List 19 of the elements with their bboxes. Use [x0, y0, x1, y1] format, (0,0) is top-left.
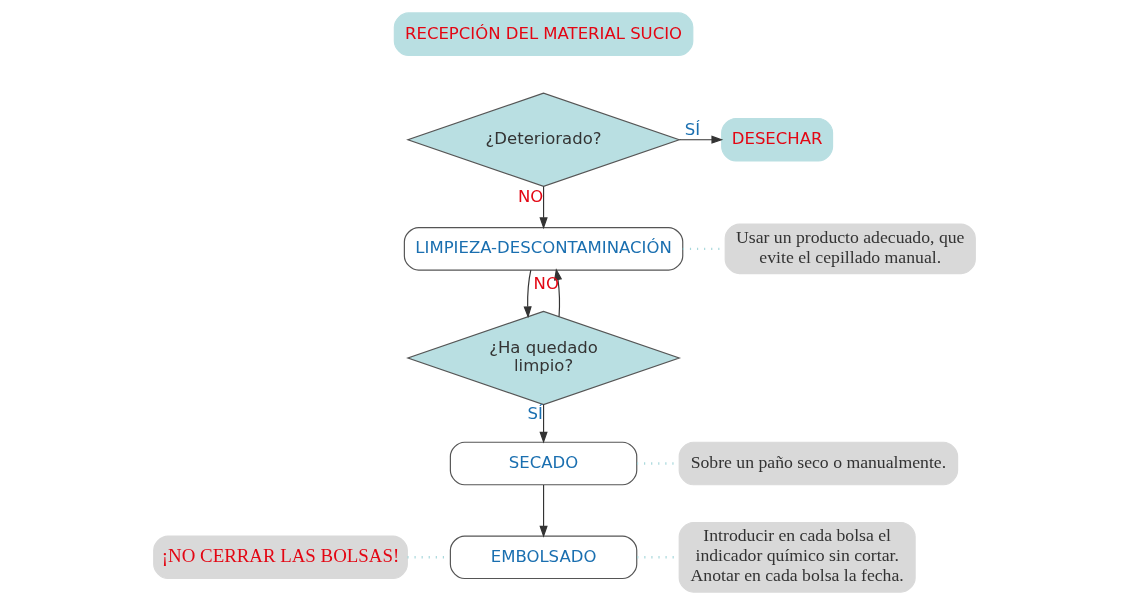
arrow	[539, 185, 548, 230]
node-box: EMBOLSADO	[449, 535, 638, 580]
node-diamond: ¿Deteriorado?	[406, 92, 682, 187]
arrow	[678, 135, 724, 144]
node-box: RECEPCIÓN DEL MATERIAL SUCIO	[393, 12, 694, 56]
edge-label: NO	[533, 274, 559, 294]
node-box: ¡NO CERRAR LAS BOLSAS!	[153, 535, 408, 580]
edge-label: NO	[517, 187, 544, 207]
arrow	[539, 484, 548, 538]
node-box: LIMPIEZA-DESCONTAMINACIÓN	[403, 227, 684, 271]
node-box: Usar un producto adecuado, que evite el cepillado manual.	[724, 223, 976, 275]
edge-label: SÍ	[527, 403, 543, 423]
node-box: Sobre un paño seco o manualmente.	[678, 441, 959, 486]
edge-label: SÍ	[684, 120, 701, 140]
arrow	[523, 269, 532, 319]
node-box: DESECHAR	[721, 117, 834, 162]
node-box: SECADO	[449, 441, 638, 486]
node-box: Introducir en cada bolsa el indicador químico sin cortar. Anotar en cada bolsa la fecha.	[678, 521, 916, 593]
arrow	[539, 404, 548, 444]
